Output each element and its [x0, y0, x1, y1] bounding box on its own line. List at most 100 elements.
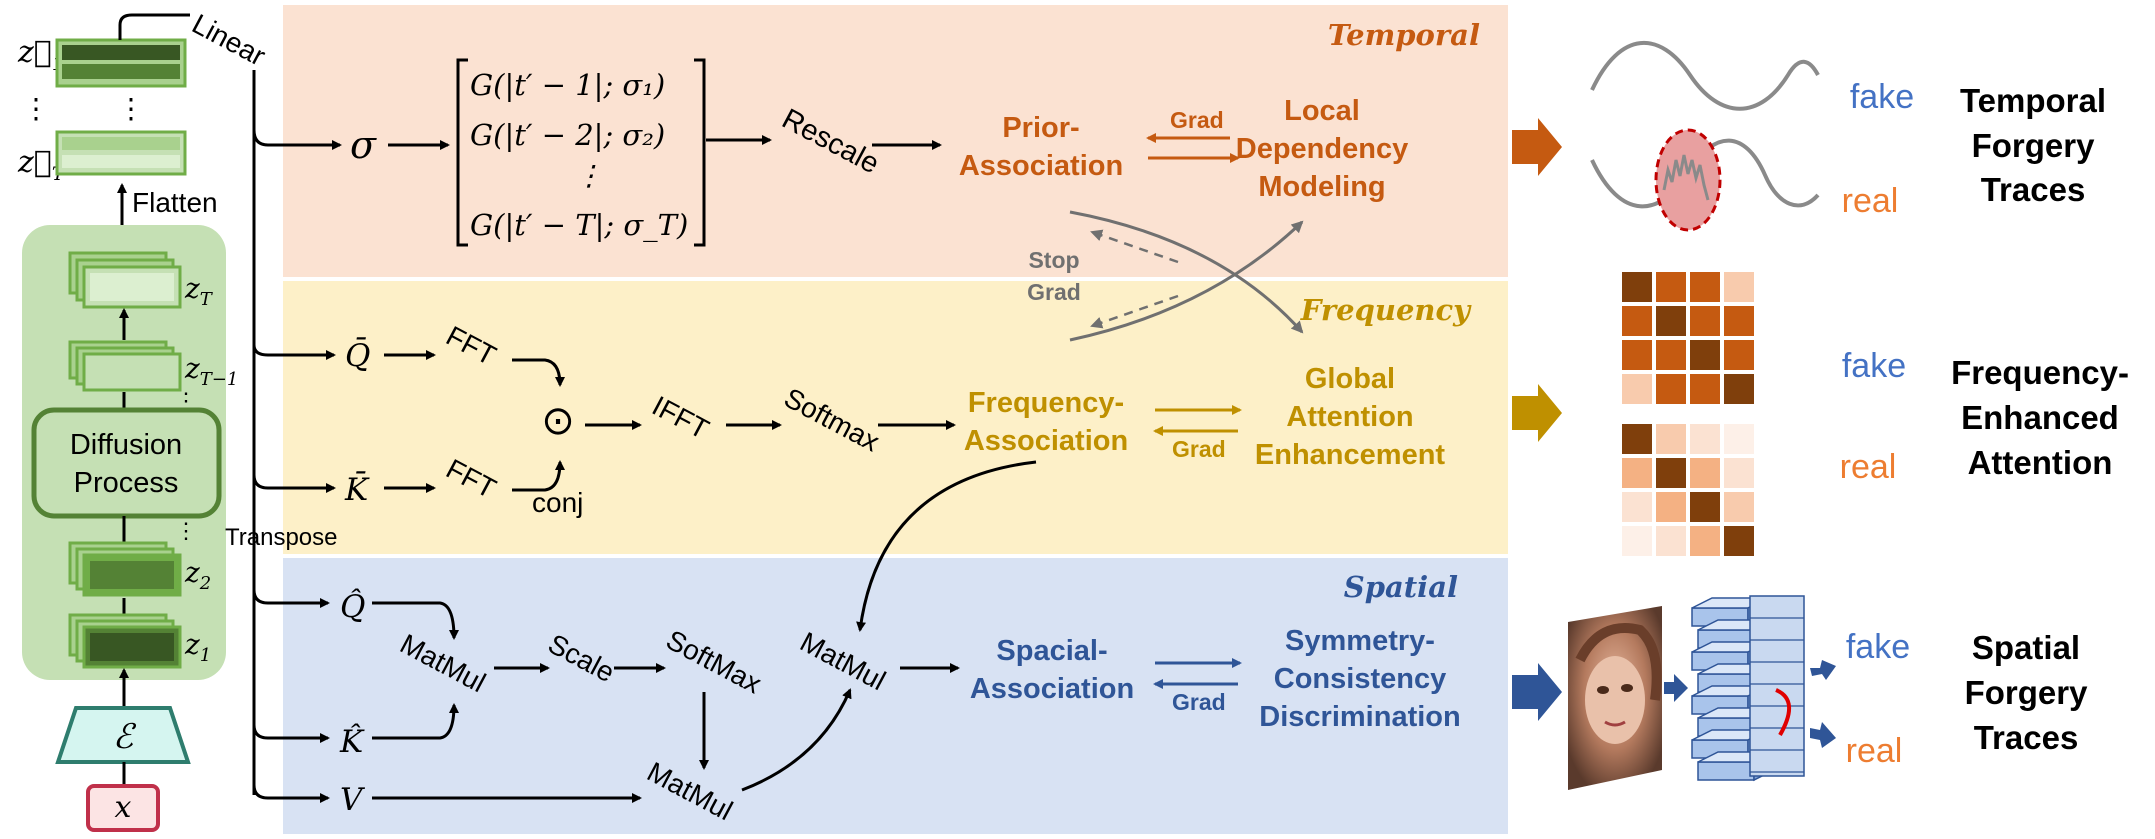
real-grid-cell: [1690, 424, 1720, 454]
symmetry-curve-red: [1775, 688, 1791, 736]
fake-grid-cell: [1656, 306, 1686, 336]
temporal-traces-line3: Traces: [1981, 171, 2086, 208]
branch-to-kbar: [252, 474, 336, 493]
input-box: [86, 784, 160, 832]
spatial-output-arrow: [1512, 663, 1562, 721]
arrow-khat-matmul: [372, 703, 459, 740]
matrix-row-4: G(|t′ − T|; σ_T): [470, 208, 688, 243]
prior-association-line2: Association: [959, 150, 1123, 182]
frequency-title: Frequency: [1300, 293, 1472, 327]
frequency-output-arrow: [1512, 384, 1562, 442]
sigma-label: σ: [350, 123, 377, 167]
temporal-band: [283, 5, 1508, 277]
real-grid-cell: [1622, 492, 1652, 522]
fake-grid-cell: [1724, 306, 1754, 336]
zT1-label: zT−1: [184, 352, 238, 390]
arrow-fft2-odot: [512, 460, 565, 492]
symmetry-line1: Symmetry-: [1285, 625, 1435, 657]
real-grid-cell: [1724, 526, 1754, 556]
global-attention-line2: Attention: [1286, 401, 1413, 433]
fake-grid-cell: [1622, 374, 1652, 404]
latent-z1-stack: [68, 613, 182, 669]
local-dependency-line2: Dependency: [1236, 133, 1408, 165]
branch-to-khat: [252, 724, 330, 743]
fake-grid-cell: [1724, 272, 1754, 302]
arrow-qhat-matmul: [372, 601, 459, 640]
fake-grid-cell: [1622, 306, 1652, 336]
global-attention-line3: Enhancement: [1255, 439, 1445, 471]
real-grid-cell: [1656, 526, 1686, 556]
latent-zT-stack: [68, 251, 182, 309]
diffusion-line2: Process: [74, 467, 179, 499]
matrix-row-2: G(|t′ − 2|; σ₂): [470, 118, 665, 152]
fake-grid-cell: [1690, 340, 1720, 370]
transpose-label: Transpose: [225, 524, 338, 551]
linear-label: Linear: [187, 8, 270, 72]
conj-label: conj: [532, 487, 583, 518]
freq-association-line1: Frequency-: [968, 387, 1124, 419]
real-grid-cell: [1622, 526, 1652, 556]
fake-grid-cell: [1724, 340, 1754, 370]
fake-grid-cell: [1656, 272, 1686, 302]
stop-grad-line2: Grad: [1027, 279, 1081, 305]
z1-label: z1: [184, 628, 211, 666]
arrow-matmul3-matmul2: [741, 688, 852, 792]
temporal-grad-label: Grad: [1170, 107, 1224, 133]
input-label: x: [115, 790, 132, 825]
v-label: V: [340, 782, 366, 818]
odot-operator: ⊙: [541, 399, 575, 443]
freq-grad-label: Grad: [1172, 436, 1226, 462]
freq-attention-line3: Attention: [1968, 444, 2113, 481]
qhat-label: Q̂: [340, 587, 365, 625]
dots-mid: ⋮: [117, 93, 145, 124]
symmetry-line2: Consistency: [1274, 663, 1446, 695]
stop-grad-line1: Stop: [1028, 247, 1079, 273]
spatial-grad-label: Grad: [1172, 689, 1226, 715]
z1-vector-bar: [55, 38, 187, 88]
symmetry-line3: Discrimination: [1259, 701, 1460, 733]
linear-connector: [118, 13, 190, 40]
real-grid-cell: [1690, 526, 1720, 556]
zT-vector-bar: [55, 130, 187, 176]
real-grid-cell: [1724, 424, 1754, 454]
blocks-to-fake-arrow: [1810, 660, 1836, 680]
feature-blocks: [1691, 595, 1805, 782]
fake-label-spatial: fake: [1846, 628, 1910, 666]
real-label-frequency: real: [1840, 448, 1897, 486]
fake-grid-cell: [1690, 306, 1720, 336]
fake-wave: [1590, 40, 1820, 111]
spatial-title: Spatial: [1344, 570, 1458, 604]
spatial-association-line1: Spacial-: [996, 635, 1107, 667]
dots-latent-top: ⋮: [175, 388, 197, 413]
local-dependency-line3: Modeling: [1258, 171, 1385, 203]
temporal-traces-line1: Temporal: [1960, 82, 2106, 119]
z1-vector-label: z⃗1: [17, 35, 64, 75]
fake-grid-cell: [1690, 374, 1720, 404]
global-attention-line1: Global: [1305, 363, 1395, 395]
real-label-temporal: real: [1842, 182, 1899, 220]
frequency-band: [283, 281, 1508, 554]
fake-grid-cell: [1622, 272, 1652, 302]
qbar-label: Q̄: [345, 336, 370, 374]
fake-grid-cell: [1656, 374, 1686, 404]
real-grid-cell: [1622, 458, 1652, 488]
diffusion-line1: Diffusion: [70, 429, 182, 461]
fake-attention-grid: [1622, 272, 1754, 404]
real-grid-cell: [1656, 492, 1686, 522]
spatial-band: [283, 558, 1508, 834]
zT-label: zT: [184, 272, 214, 310]
blocks-to-real-arrow: [1810, 722, 1836, 748]
cross-arrow-to-global: [1069, 210, 1304, 334]
latent-z2-stack: [68, 541, 182, 597]
fake-grid-cell: [1656, 340, 1686, 370]
temporal-output-arrow: [1512, 118, 1562, 176]
branch-to-sigma: [252, 129, 342, 150]
real-grid-cell: [1724, 492, 1754, 522]
real-grid-cell: [1656, 424, 1686, 454]
gaussian-matrix: [456, 58, 706, 247]
real-grid-cell: [1656, 458, 1686, 488]
temporal-traces-line2: Forgery: [1972, 127, 2096, 164]
diffusion-process-box: [31, 407, 222, 519]
real-grid-cell: [1622, 424, 1652, 454]
